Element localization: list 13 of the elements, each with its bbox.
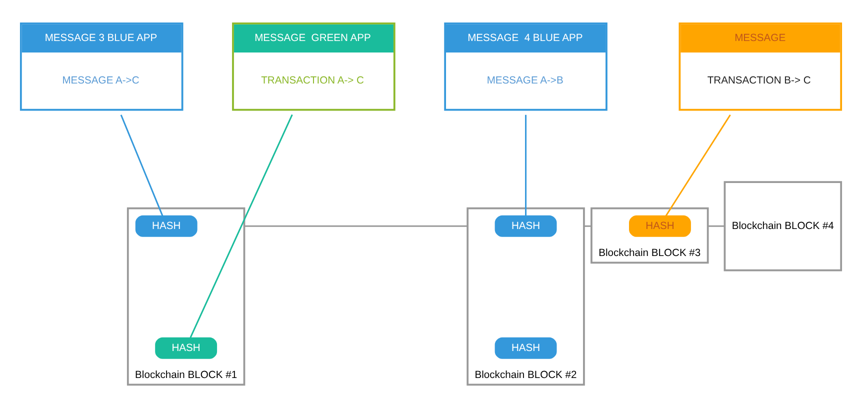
- node-box: Blockchain BLOCK #4: [724, 180, 842, 271]
- node-box: HASH: [494, 214, 557, 236]
- connector: [190, 114, 293, 338]
- node-box: HASH: [135, 214, 198, 236]
- connector: [120, 114, 164, 216]
- node-box: HASH: [629, 214, 691, 236]
- connector: [584, 224, 592, 226]
- connector: [665, 114, 731, 216]
- connector: [525, 114, 527, 216]
- node-box: HASH: [494, 336, 557, 358]
- connector: [244, 224, 468, 226]
- node-box: HASH: [155, 336, 218, 358]
- connector: [708, 224, 725, 226]
